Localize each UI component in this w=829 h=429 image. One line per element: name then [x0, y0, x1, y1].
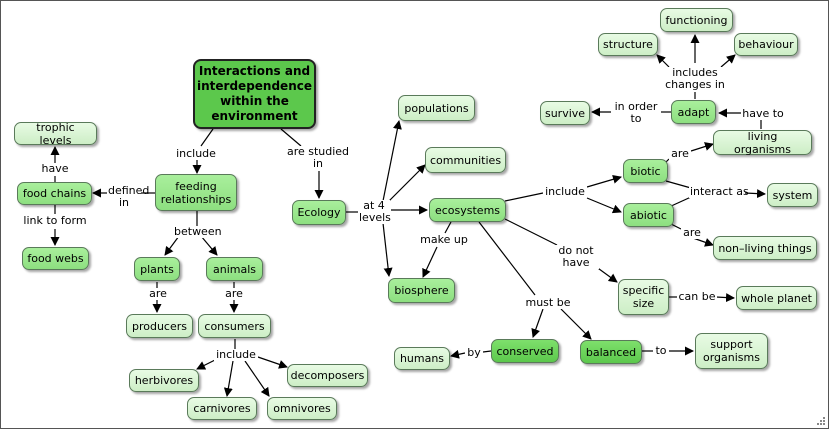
link-at-4-levels: at 4 levels — [358, 199, 391, 224]
edge-canbe-planet — [715, 293, 735, 303]
edge-makeup-biosphere — [422, 246, 438, 278]
edge-ecosystems-donothave — [504, 218, 558, 246]
link-in-order-to: in order to — [611, 101, 661, 125]
node-plants[interactable]: plants — [134, 257, 180, 281]
edge-includes-structure — [656, 54, 670, 68]
edge-at4-populations — [382, 120, 402, 202]
link-have: have — [40, 162, 70, 175]
link-have-to: have to — [741, 107, 785, 120]
node-herbivores[interactable]: herbivores — [129, 369, 199, 392]
node-non-living-things[interactable]: non–living things — [713, 236, 817, 260]
edge-conserved-by — [482, 350, 492, 353]
link-to: to — [653, 345, 669, 357]
edge-ecosystems-makeup — [444, 221, 452, 234]
edge-are-living — [690, 142, 714, 152]
edge-at4-communities — [386, 164, 426, 204]
node-balanced[interactable]: balanced — [580, 340, 642, 364]
edge-include-decomposers — [254, 355, 288, 369]
node-omnivores[interactable]: omnivores — [267, 397, 337, 420]
link-are-studied-in: are studied in — [285, 145, 351, 170]
edge-include-abiotic — [586, 197, 622, 214]
node-communities[interactable]: communities — [425, 147, 506, 173]
node-ecology[interactable]: Ecology — [292, 200, 346, 225]
edge-include-biotic — [586, 174, 622, 188]
node-animals[interactable]: animals — [206, 257, 263, 281]
edge-at4-biosphere — [382, 222, 393, 277]
edge-interact-system — [744, 189, 766, 199]
link-include-ecosystems: include — [543, 186, 587, 198]
node-biosphere[interactable]: biosphere — [388, 278, 455, 303]
link-includes-changes-in: includes changes in — [663, 67, 727, 91]
edge-mustbe-balanced — [560, 308, 592, 340]
node-feeding-relationships[interactable]: feeding relationships — [155, 174, 237, 211]
resize-grip-icon[interactable] — [815, 415, 825, 425]
main-concept-interactions[interactable]: Interactions and interdependence within … — [193, 59, 316, 129]
link-are-plants: are — [147, 288, 169, 300]
node-food-webs[interactable]: food webs — [22, 247, 89, 270]
node-populations[interactable]: populations — [398, 95, 475, 121]
edge-between-animals — [200, 235, 218, 256]
node-ecosystems[interactable]: ecosystems — [429, 198, 506, 222]
node-producers[interactable]: producers — [126, 314, 193, 338]
link-include-consumers: include — [214, 349, 258, 361]
edge-between-plants — [164, 235, 180, 256]
link-must-be: must be — [524, 296, 572, 309]
node-behaviour[interactable]: behaviour — [734, 33, 798, 56]
edge-include-omnivores — [244, 360, 270, 397]
link-by: by — [465, 347, 483, 359]
node-humans[interactable]: humans — [394, 347, 450, 370]
link-include-main: include — [174, 148, 218, 160]
link-do-not-have: do not have — [553, 245, 599, 269]
link-can-be: can be — [677, 290, 717, 303]
node-biotic[interactable]: biotic — [623, 159, 668, 183]
link-interact-as: interact as — [689, 185, 749, 198]
node-conserved[interactable]: conserved — [491, 339, 559, 363]
edge-include-carnivores — [223, 360, 234, 397]
edge-biotic-interact — [665, 180, 692, 189]
node-living-organisms[interactable]: living organisms — [713, 130, 812, 156]
edge-ecosystems-mustbe — [478, 221, 536, 296]
node-trophic-levels[interactable]: trophic levels — [14, 121, 97, 147]
edge-include-herbivores — [196, 358, 218, 370]
node-functioning[interactable]: functioning — [660, 8, 733, 32]
node-specific-size[interactable]: specific size — [618, 279, 669, 315]
edge-mustbe-conserved — [531, 308, 544, 338]
edge-ecosystems-include — [504, 192, 544, 202]
link-are-biotic: are — [669, 148, 691, 160]
edge-main-include — [200, 128, 214, 147]
link-are-animals: are — [223, 288, 245, 300]
link-defined-in: defined in — [107, 184, 150, 209]
node-adapt[interactable]: adapt — [671, 100, 716, 124]
node-food-chains[interactable]: food chains — [17, 182, 92, 205]
edge-by-humans — [450, 349, 466, 359]
node-abiotic[interactable]: abiotic — [623, 203, 674, 227]
node-structure[interactable]: structure — [598, 33, 658, 56]
node-support-organisms[interactable]: support organisms — [695, 333, 768, 369]
node-system[interactable]: system — [767, 183, 818, 207]
edge-are-nonliving — [692, 237, 714, 247]
link-are-abiotic: are — [681, 227, 703, 239]
node-survive[interactable]: survive — [540, 101, 590, 125]
node-decomposers[interactable]: decomposers — [287, 364, 368, 387]
link-make-up: make up — [419, 233, 469, 246]
node-whole-planet[interactable]: whole planet — [736, 286, 817, 310]
node-consumers[interactable]: consumers — [198, 314, 271, 338]
edge-main-studied — [280, 128, 302, 147]
link-between: between — [173, 225, 222, 238]
edge-includes-behaviour — [720, 54, 736, 68]
node-carnivores[interactable]: carnivores — [187, 397, 257, 420]
link-link-to-form: link to form — [21, 215, 89, 227]
